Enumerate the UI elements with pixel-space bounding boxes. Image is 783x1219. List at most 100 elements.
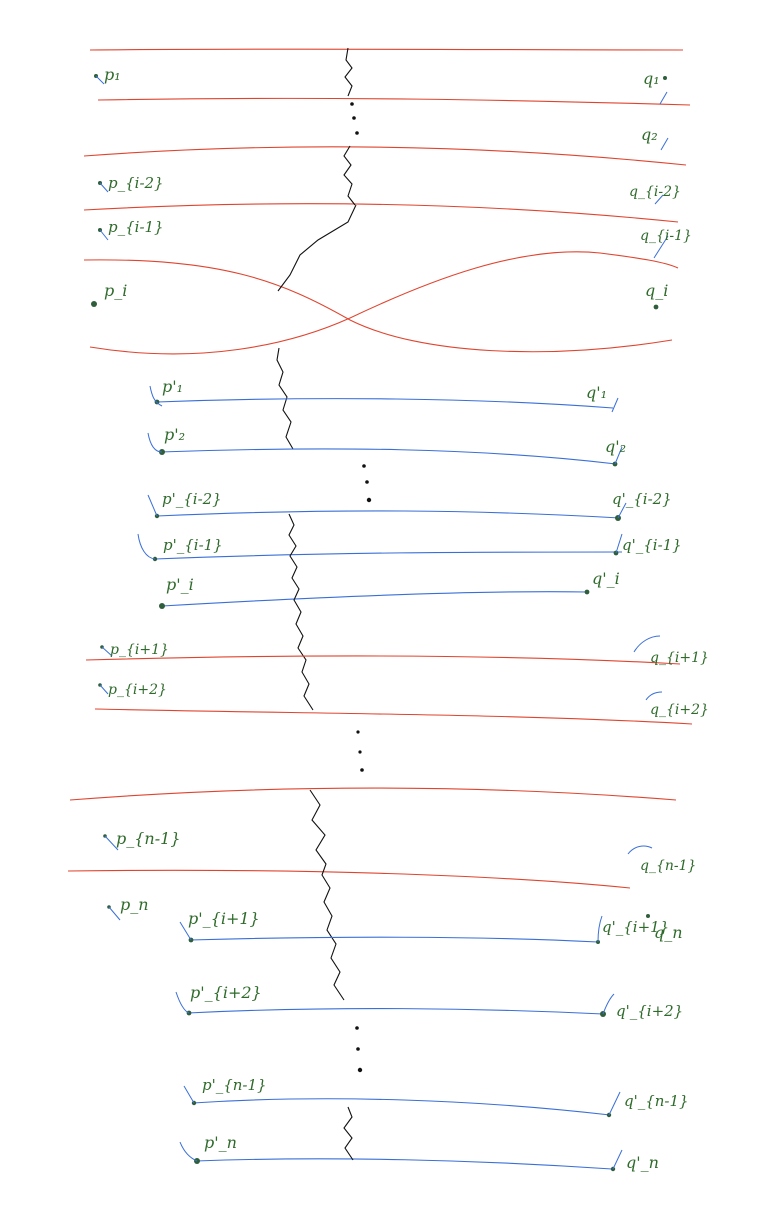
ellipsis-lower: [356, 730, 364, 772]
red-line-n-lower: [67, 869, 631, 889]
ellipsis-dot: [365, 480, 369, 484]
endpoint-dot: [663, 76, 667, 80]
label-p-i-plus-2: p_{i+2}: [108, 682, 167, 698]
label-p-i-plus-1: p_{i+1}: [110, 642, 169, 658]
red-line-pi2: [94, 708, 693, 725]
ellipsis-dot: [358, 750, 362, 754]
label-q-i-plus-2: q_{i+2}: [650, 702, 709, 718]
crossings-middle: [288, 513, 314, 711]
handle-stroke: [147, 494, 158, 517]
endpoint-dot: [646, 914, 650, 918]
ellipsis-top: [350, 102, 359, 135]
handle-stroke: [608, 1091, 621, 1116]
blue-line-pi: [161, 591, 589, 607]
label-p-i-2: p_{i-2}: [108, 174, 164, 192]
ellipsis-bottom: [343, 1026, 363, 1161]
zigzag-crossing: [277, 204, 357, 292]
red-crossing-line-b: [89, 251, 679, 355]
label-q-prime-n: q'_n: [626, 1153, 659, 1172]
label-p-prime-i: p'_i: [166, 575, 194, 594]
handle-stroke: [108, 906, 121, 921]
handle-stroke: [95, 75, 105, 85]
red-line-1: [89, 48, 684, 51]
label-q1: q₁: [643, 69, 660, 88]
label-q2: q₂: [641, 125, 658, 144]
zigzag-crossing: [288, 513, 314, 711]
endpoint-dot: [159, 603, 165, 609]
ellipsis-dot: [356, 730, 360, 734]
label-p-i: p_i: [104, 281, 127, 300]
handle-strokes: [95, 75, 669, 1170]
ellipsis-dot: [366, 497, 372, 503]
handle-stroke: [659, 91, 668, 105]
label-p-prime-1: p'₁: [162, 377, 183, 396]
label-q-prime-1: q'₁: [586, 383, 607, 402]
handle-stroke: [654, 194, 664, 205]
label-p-prime-i-plus-1: p'_{i+1}: [188, 909, 260, 928]
ellipsis-dot: [357, 1067, 363, 1073]
zigzag-crossing: [343, 1106, 354, 1161]
blue-line-pi-plus1: [189, 936, 599, 943]
label-p-i-1: p_{i-1}: [108, 218, 164, 236]
handle-stroke: [179, 921, 192, 941]
zigzag-crossing: [276, 347, 294, 450]
red-crossing-line-a: [83, 259, 673, 353]
label-p1: p₁: [104, 65, 121, 84]
endpoint-dot: [653, 304, 659, 310]
endpoint-dot: [584, 589, 590, 595]
red-paths-lower: [67, 655, 693, 889]
label-p-prime-n: p'_n: [204, 1133, 237, 1152]
handle-stroke: [653, 235, 669, 259]
handle-stroke: [611, 397, 619, 413]
zigzag-crossing: [309, 789, 345, 1001]
label-p-prime-i-plus-2: p'_{i+2}: [190, 983, 262, 1002]
handle-stroke: [179, 1141, 198, 1162]
handle-stroke: [175, 991, 190, 1014]
label-p-prime-i-1: p'_{i-1}: [163, 536, 223, 554]
handle-stroke: [660, 137, 669, 151]
handle-stroke: [99, 182, 109, 193]
label-q-prime-n-1: q'_{n-1}: [624, 1092, 689, 1110]
crossings-lower: [309, 789, 345, 1001]
ellipsis-dot: [355, 1026, 359, 1030]
red-line-3: [83, 146, 687, 166]
handle-stroke: [645, 691, 663, 701]
handle-stroke: [147, 432, 163, 453]
label-q-i-2: q_{i-2}: [629, 184, 681, 200]
endpoint-dot: [91, 301, 97, 307]
blue-line-pi-plus2: [187, 1008, 604, 1015]
ellipsis-dot: [356, 1047, 360, 1051]
label-q-prime-i-plus-1: q'_{i+1}: [602, 918, 669, 936]
handle-stroke: [137, 533, 156, 560]
label-q-prime-i-2: q'_{i-2}: [612, 490, 672, 508]
blue-paths-bottom: [187, 936, 613, 1170]
label-q-prime-i: q'_i: [592, 569, 620, 588]
label-q-prime-i-1: q'_{i-1}: [622, 536, 682, 554]
blue-line-pi1: [154, 551, 623, 560]
red-paths-top: [83, 48, 691, 355]
endpoints: [91, 74, 667, 1172]
blue-line-p2: [159, 448, 617, 465]
handle-stroke: [627, 845, 653, 855]
label-q-prime-2: q'₂: [605, 437, 626, 456]
handle-stroke: [99, 684, 109, 695]
blue-line-pn: [195, 1158, 613, 1170]
blue-line-p1: [156, 398, 614, 409]
ellipsis-dot: [362, 464, 366, 468]
ellipsis-dot: [350, 102, 354, 106]
blue-paths-middle: [154, 398, 623, 607]
handle-stroke: [99, 229, 109, 241]
blue-line-pn-1: [192, 1098, 611, 1116]
labels: p₁ q₁ q₂ p_{i-2} q_{i-2} p_{i-1} q_{i-1}…: [104, 65, 709, 1172]
handle-stroke: [633, 635, 661, 653]
ellipsis-dot: [360, 768, 364, 772]
handle-stroke: [602, 993, 615, 1015]
label-q-n: q_n: [654, 923, 683, 942]
zigzag-crossing: [343, 145, 356, 206]
label-p-prime-2: p'₂: [164, 425, 185, 444]
ellipsis-dot: [355, 131, 359, 135]
handle-stroke: [183, 1085, 195, 1104]
handle-stroke: [149, 385, 163, 407]
zigzag-crossing: [344, 47, 353, 97]
